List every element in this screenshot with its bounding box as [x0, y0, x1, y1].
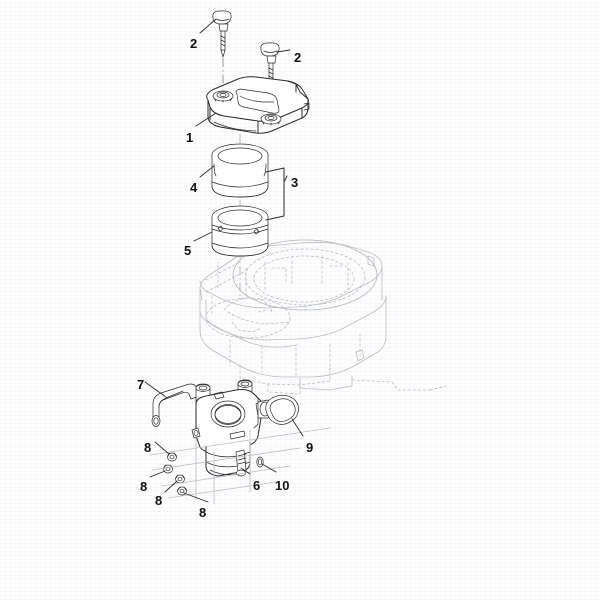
- air-filter-outer-element: [211, 143, 269, 198]
- washer-a: [167, 452, 177, 462]
- callout-2-left: 2: [190, 36, 198, 51]
- callout-10: 10: [275, 478, 290, 493]
- carburetor-gasket: [265, 394, 299, 425]
- callout-3: 3: [291, 175, 299, 190]
- cover-screw-boss-left: [212, 90, 234, 103]
- washer-b: [163, 464, 173, 474]
- callout-8-d: 8: [199, 505, 207, 520]
- callout-7: 7: [137, 377, 145, 392]
- filter-set-bracket: [265, 167, 285, 221]
- callout-8-b: 8: [140, 479, 148, 494]
- breather-tube: [151, 383, 200, 427]
- callout-5: 5: [184, 243, 192, 258]
- o-ring: [256, 456, 264, 468]
- callout-1: 1: [186, 130, 194, 145]
- callout-8-c: 8: [155, 493, 163, 508]
- callout-8-a: 8: [144, 440, 152, 455]
- air-cleaner-cover: [206, 76, 310, 134]
- air-filter-inner-element: [211, 205, 269, 257]
- washer-c: [175, 474, 185, 484]
- callout-2-right: 2: [294, 50, 302, 65]
- blower-housing-ghost: [199, 239, 447, 395]
- callout-4: 4: [190, 180, 198, 195]
- callout-9: 9: [306, 440, 314, 455]
- callout-6: 6: [253, 478, 261, 493]
- cover-screw-boss-right: [260, 113, 282, 126]
- cover-screw-left: [212, 10, 232, 58]
- projection-lines: [149, 427, 331, 505]
- leader-lines: [144, 18, 304, 503]
